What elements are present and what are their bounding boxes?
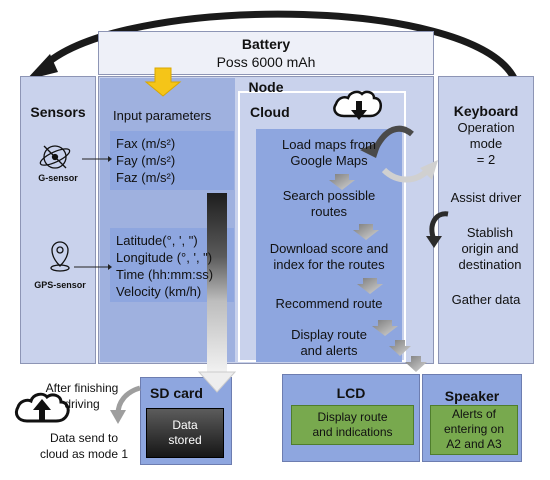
g-sensor-icon [39,145,71,169]
feedback-arc-arrowhead [26,54,58,80]
cloud-step-arrows [329,174,427,372]
after-driving-text: After finishing driving [45,381,119,411]
lcd-text: Display route and indications [312,410,393,439]
sd-card-title: SD card [150,385,203,401]
gps-time: Time (hh:mm:ss) [116,267,214,282]
speaker-title: Speaker [444,388,500,404]
keyboard-mode: Operation mode = 2 [457,120,515,167]
speaker-alert-panel [430,405,518,455]
acc-faz: Faz (m/s²) [116,170,176,185]
acc-fax: Fax (m/s²) [116,136,176,151]
lcd-display-panel [291,405,414,445]
storage-arrow-shaft [207,193,227,373]
cloud-upload-icon [14,392,70,423]
keyboard-box [438,76,534,364]
data-stored-text: Data stored [168,418,202,447]
data-stored-panel [146,408,224,458]
sensors-box [20,76,96,364]
battery-title: Battery [241,36,291,52]
power-arrow [144,67,182,97]
storage-arrow-head [197,371,237,393]
gps-pin-icon [50,241,70,272]
gps-latitude: Latitude(°, ', ") [116,233,198,248]
cloud-step-recommend: Recommend route [275,296,383,311]
battery-spec: Poss 6000 mAh [216,54,316,70]
cloud-title: Cloud [250,104,290,120]
sensors-title: Sensors [30,104,86,120]
gps-sensor-label: GPS-sensor [34,280,86,290]
acc-fay: Fay (m/s²) [116,153,176,168]
gps-longitude: Longitude (°, ', ") [116,250,213,265]
lcd-title: LCD [336,385,366,401]
keyboard-gather-data: Gather data [451,292,521,307]
speaker-text: Alerts of entering on A2 and A3 [443,407,505,451]
feedback-arc-arrow [41,10,518,80]
keyboard-origin-destination: Stablish origin and destination [458,225,522,272]
g-sensor-label: G-sensor [38,173,78,183]
data-send-text: Data send to cloud as mode 1 [39,431,129,461]
input-parameters-title: Input parameters [113,108,212,123]
acceleration-box [110,131,234,190]
cloud-step-display-route: Display route and alerts [291,327,367,358]
battery-box [98,31,434,75]
keyboard-assist-driver: Assist driver [450,190,522,205]
cloud-download-icon [333,90,382,120]
keyboard-title: Keyboard [453,103,519,119]
cloud-step-download-score: Download score and index for the routes [269,241,389,272]
cloud-steps-panel [256,129,402,362]
node-title: Node [248,79,284,95]
cloud-step-search-routes: Search possible routes [282,188,376,219]
gps-velocity: Velocity (km/h) [116,284,202,299]
cloud-step-load-maps: Load maps from Google Maps [282,137,376,168]
